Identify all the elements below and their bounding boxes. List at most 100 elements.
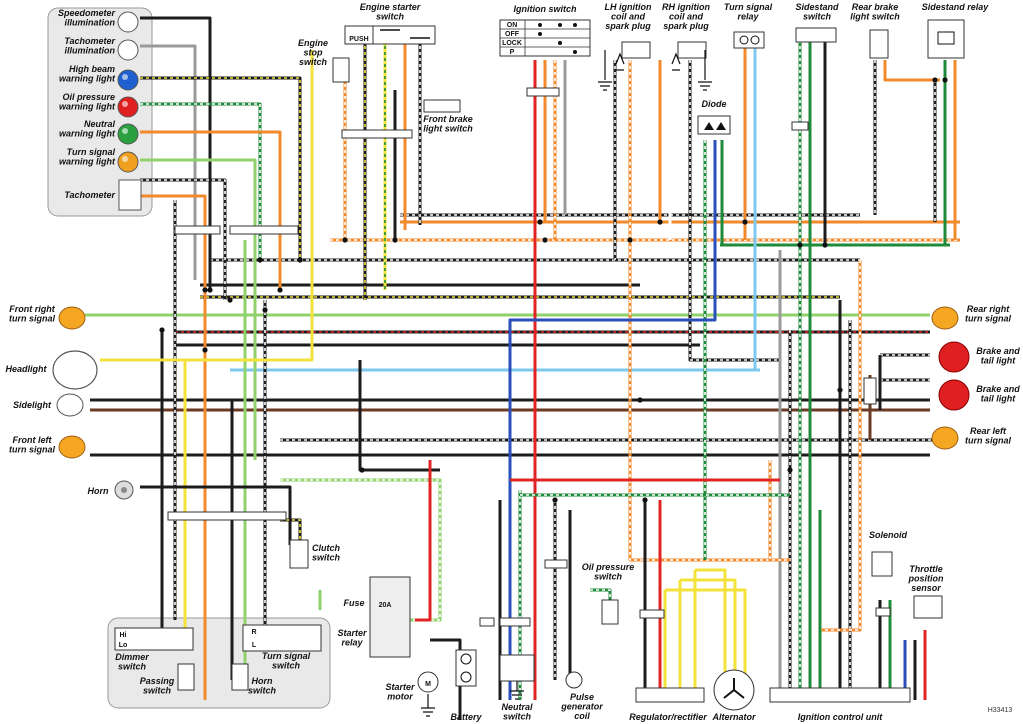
- brake-tail-light-1-icon: [938, 341, 970, 373]
- pulse-coil-label-line-3: coil: [574, 711, 590, 721]
- wire-black-white-22: [140, 178, 227, 300]
- brake-tail-2-label-line-2: tail light: [981, 394, 1017, 404]
- fuse-rating-label: 20A: [379, 602, 392, 609]
- junction-dot: [342, 237, 348, 243]
- ignition-position-3-line-1: P: [510, 49, 515, 56]
- front-left-label-line-1: Front left: [13, 435, 53, 445]
- pulse-generator-coil-icon: [565, 671, 583, 689]
- push-box: [344, 25, 374, 45]
- bulb-highlight: [122, 156, 128, 162]
- lh-ignition-coil-icon-plug: [615, 52, 625, 71]
- wire-black-33: [140, 485, 292, 545]
- high-beam-warning-bulb-icon: [117, 69, 139, 91]
- junction-dot: [552, 497, 558, 503]
- junction-dot: [627, 237, 633, 243]
- tachometer-label: Tachometer: [64, 190, 115, 200]
- ignition-contact: [573, 50, 577, 54]
- dimmer-switch-label-line-1: Dimmer: [115, 652, 149, 662]
- relay-coil-symbol: [937, 31, 955, 45]
- headlight-label: Headlight: [5, 364, 47, 374]
- lo-label: Lo: [119, 642, 128, 649]
- rear-right-turn-signal-icon: [931, 306, 959, 330]
- junction-dot: [642, 497, 648, 503]
- diode-label-line-1: Diode: [701, 99, 726, 109]
- junction-dot: [159, 327, 165, 333]
- neutral-light-label-line-2: warning light: [59, 129, 116, 139]
- rear-brake-switch-label-line-2: light switch: [850, 12, 900, 22]
- wire-green-white-19: [140, 102, 262, 260]
- neutral-warning-bulb-icon: [117, 123, 139, 145]
- diagram-code-label: H33413: [988, 707, 1013, 714]
- front-left-label-line-2: turn signal: [9, 445, 56, 455]
- turn-switch-label-line-2: switch: [272, 661, 301, 671]
- headlight-icon: [52, 350, 98, 390]
- rh-coil-ground-icon: [698, 50, 712, 91]
- rear-brake-switch-label-line-1: Rear brake: [852, 2, 899, 12]
- bulb-highlight: [122, 44, 128, 50]
- speedometer-illumination-label-line-1: Speedometer: [58, 8, 116, 18]
- front-right-label-line-1: Front right: [9, 304, 55, 314]
- rear-right-label-line-2: turn signal: [965, 314, 1012, 324]
- connector-tail: [863, 377, 877, 405]
- brake-tail-2-label-line-1: Brake and: [976, 384, 1020, 394]
- passing-switch-icon: [177, 663, 195, 691]
- wire-orange-white-69: [768, 460, 790, 562]
- oil-pressure-warning-bulb-icon: [117, 96, 139, 118]
- battery-label-line-1: Battery: [450, 712, 482, 722]
- front-brake-switch-label-line-2: light switch: [423, 124, 473, 134]
- fuse-label: Fuse: [343, 598, 364, 608]
- connector-handlebar: [167, 511, 287, 521]
- wire-yellow-89: [695, 568, 727, 680]
- wire-black-75: [430, 638, 462, 720]
- junction-dot: [202, 287, 208, 293]
- ignition-position-3: P: [510, 49, 515, 56]
- headlight-label-line-1: Headlight: [5, 364, 47, 374]
- bulb-highlight: [122, 16, 128, 22]
- battery-icon: [455, 649, 477, 687]
- diode-label: Diode: [701, 99, 726, 109]
- ignition-contact: [538, 23, 542, 27]
- connector-left-b: [229, 225, 299, 235]
- front-left-turn-signal-icon: [58, 435, 86, 459]
- connector-neutral: [499, 617, 531, 627]
- ignition-control-unit-icon: [769, 687, 911, 703]
- connector-left-a: [174, 225, 221, 235]
- sidestand-switch-icon: [795, 27, 837, 43]
- junction-dot: [942, 77, 948, 83]
- junction-dot: [277, 287, 283, 293]
- junction-dot: [822, 242, 828, 248]
- connector-regulator: [639, 609, 665, 619]
- l-label: L: [252, 642, 257, 649]
- starter-relay-label-line-2: relay: [341, 638, 363, 648]
- front-right-label-line-2: turn signal: [9, 314, 56, 324]
- neutral-switch-icon: [499, 654, 535, 682]
- junction-dot: [742, 219, 748, 225]
- starter-motor-label-line-2: motor: [387, 692, 413, 702]
- wire-yellow-88: [680, 578, 737, 680]
- clutch-switch-label-line-2: switch: [312, 553, 341, 563]
- ignition-position-2: LOCK: [502, 40, 522, 47]
- l-label-line-1: L: [252, 642, 257, 649]
- icu-label-line-1: Ignition control unit: [798, 712, 883, 722]
- neutral-ground-icon: [510, 681, 524, 700]
- junction-dot: [392, 237, 398, 243]
- connector-ignition: [526, 87, 560, 97]
- relay-plus-icon: [739, 35, 749, 45]
- diode-symbol: [704, 122, 726, 130]
- junction-dot: [837, 387, 843, 393]
- rear-left-label-line-2: turn signal: [965, 436, 1012, 446]
- turn-signal-warning-bulb-icon: [117, 151, 139, 173]
- tachometer-illumination-label-line-2: illumination: [65, 46, 116, 56]
